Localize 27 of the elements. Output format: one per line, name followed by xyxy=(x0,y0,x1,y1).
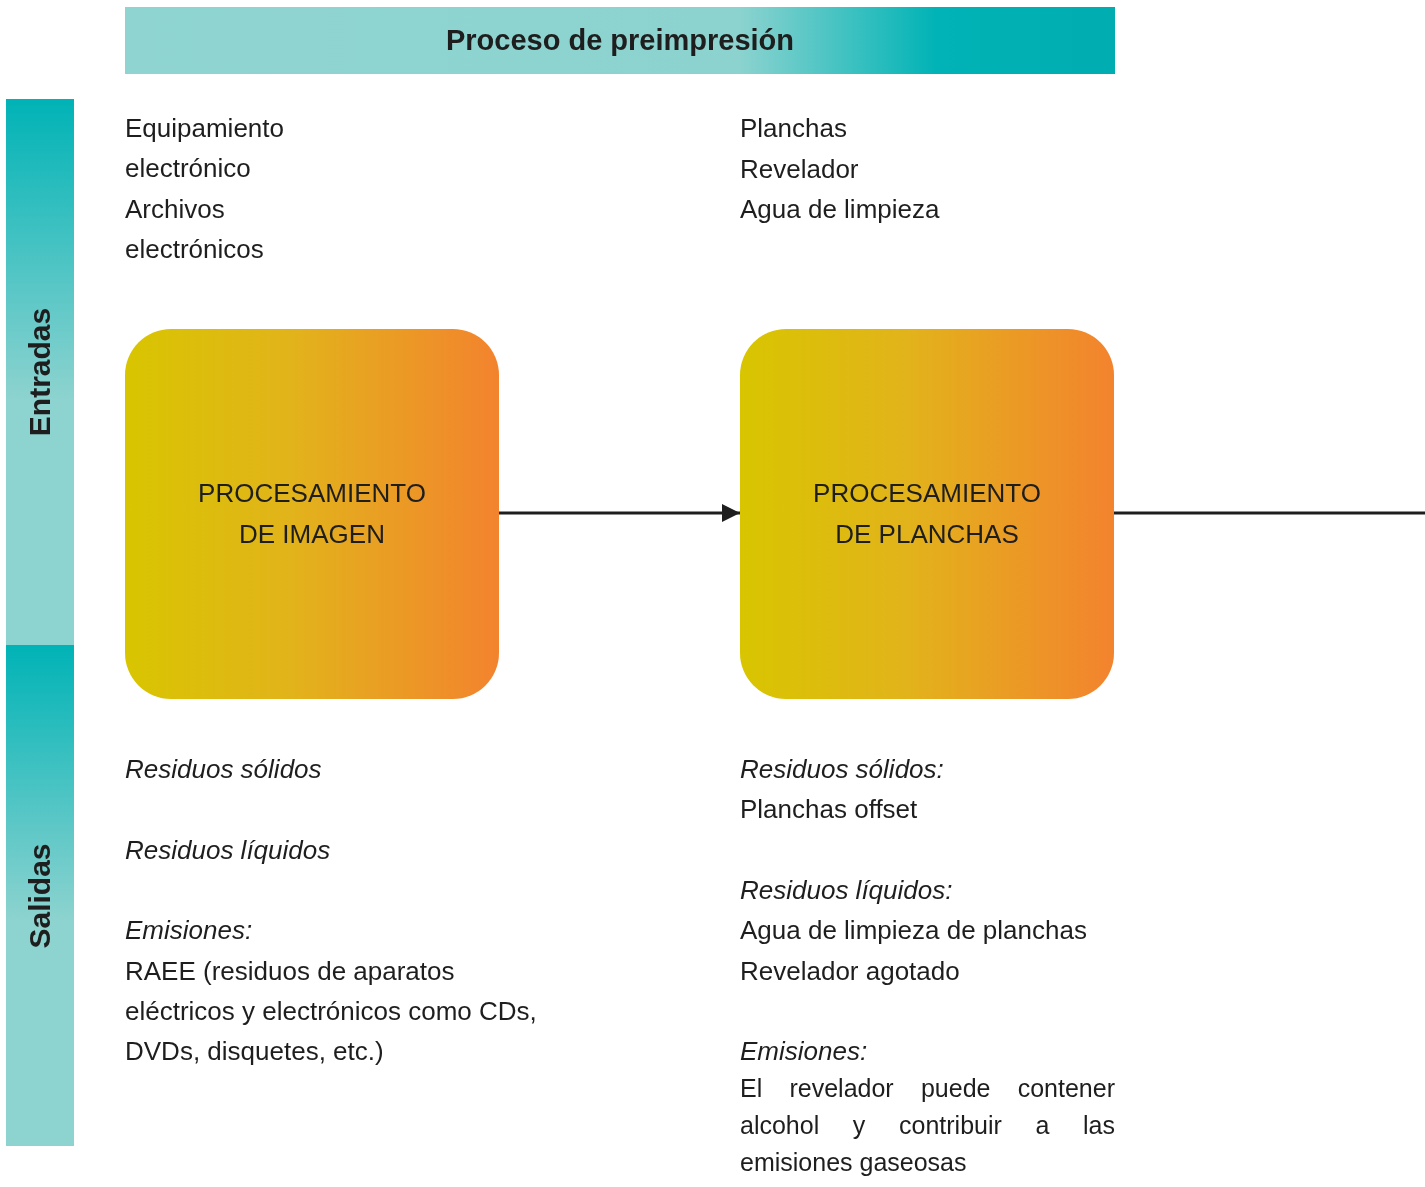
text-label: Archivos electrónicos xyxy=(125,193,265,266)
text-label: Planchas xyxy=(740,112,848,145)
section-band xyxy=(6,99,74,645)
text-label: Planchas offset xyxy=(740,793,919,826)
process-label: PROCESAMIENTO DE IMAGEN xyxy=(197,477,427,551)
band-label: Salidas xyxy=(23,842,57,949)
text-label: Agua de limpieza de planchas xyxy=(740,914,1088,947)
text-label: Agua de limpieza xyxy=(740,193,941,226)
process-label: PROCESAMIENTO DE PLANCHAS xyxy=(812,477,1042,551)
text-label: Revelador agotado xyxy=(740,955,961,988)
heading-text: Residuos sólidos xyxy=(125,753,323,786)
text-label: Equipamiento electrónico xyxy=(125,112,285,185)
text-label: RAEE (residuos de aparatos eléctricos y electrónicos como CDs, DVDs, disquetes, etc.) xyxy=(125,955,538,1068)
band-label: Entradas xyxy=(23,307,57,437)
heading-text: Residuos líquidos: xyxy=(740,874,954,907)
title-text: Proceso de preimpresión xyxy=(445,24,795,57)
connector-line xyxy=(1114,511,1425,515)
heading-text: Residuos líquidos xyxy=(125,834,332,867)
process-box xyxy=(740,329,1114,699)
heading-text: Residuos sólidos: xyxy=(740,753,945,786)
section-band xyxy=(6,645,74,1146)
heading-text: Emisiones: xyxy=(740,1035,869,1068)
arrow xyxy=(499,504,740,522)
text-label: Revelador xyxy=(740,153,860,186)
process-box xyxy=(125,329,499,699)
heading-text: Emisiones: xyxy=(125,914,254,947)
text-label: El revelador puede contener alcohol y contribuir a las emisiones gaseosas xyxy=(740,1073,1115,1178)
